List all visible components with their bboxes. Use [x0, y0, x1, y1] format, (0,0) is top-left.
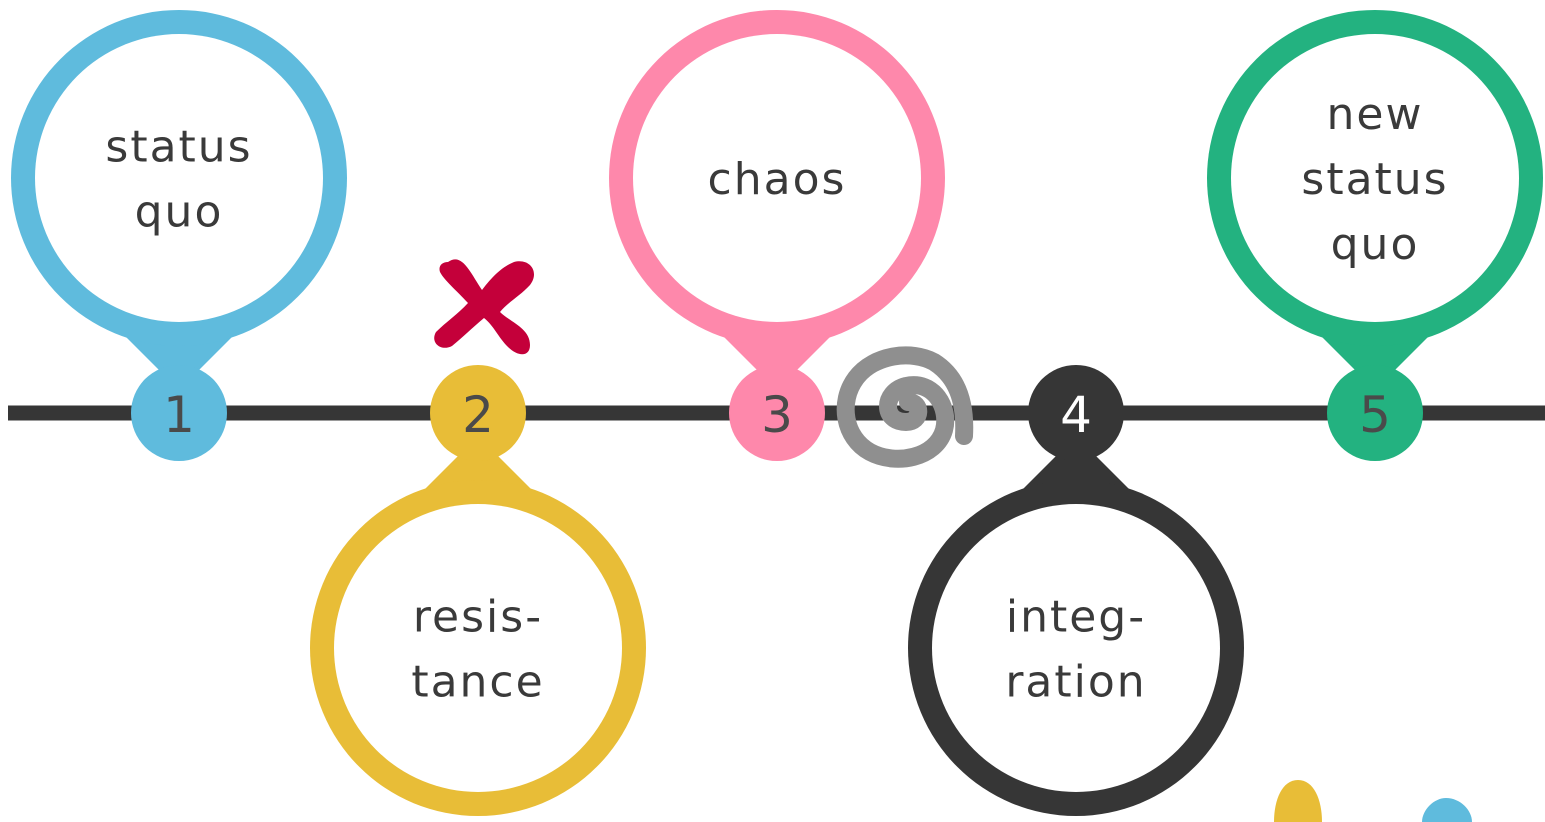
stage-number-marker [430, 365, 526, 461]
stage-label-line: ration [1005, 657, 1146, 708]
stage-number-marker [729, 365, 825, 461]
stage-1: status quo 1 [11, 10, 347, 461]
stage-5: new status quo 5 [1207, 10, 1543, 461]
pin-inner-circle [334, 504, 622, 792]
stage-label-line: integ- [1006, 592, 1146, 643]
stage-number-marker [1028, 365, 1124, 461]
spiral-icon [836, 346, 974, 468]
stage-label-line: status [1301, 154, 1448, 205]
pin-inner-circle [1231, 34, 1519, 322]
stage-number-marker [1327, 365, 1423, 461]
cross-icon [434, 259, 535, 355]
stage-label-line: tance [411, 657, 544, 708]
corner-drop-yellow [1274, 780, 1322, 822]
corner-drop-blue [1422, 798, 1472, 822]
stage-number: 3 [761, 386, 793, 444]
stage-number: 2 [462, 386, 494, 444]
pin-inner-circle [35, 34, 323, 322]
stage-label-line: quo [135, 187, 224, 238]
stage-number: 5 [1359, 386, 1391, 444]
stage-number: 1 [163, 386, 195, 444]
pin-inner-circle [633, 34, 921, 322]
stage-4: integ-ration 4 [908, 365, 1244, 816]
stage-label-line: chaos [708, 154, 847, 205]
stage-number-marker [131, 365, 227, 461]
stage-label-line: resis- [413, 592, 543, 643]
stage-label-line: status [105, 122, 252, 173]
pin-inner-circle [932, 504, 1220, 792]
stage-label-line: new [1327, 89, 1424, 140]
stage-3: chaos 3 [609, 10, 945, 461]
stage-number: 4 [1060, 386, 1092, 444]
stage-label-line: quo [1331, 219, 1420, 270]
stage-2: resis-tance 2 [310, 365, 646, 816]
